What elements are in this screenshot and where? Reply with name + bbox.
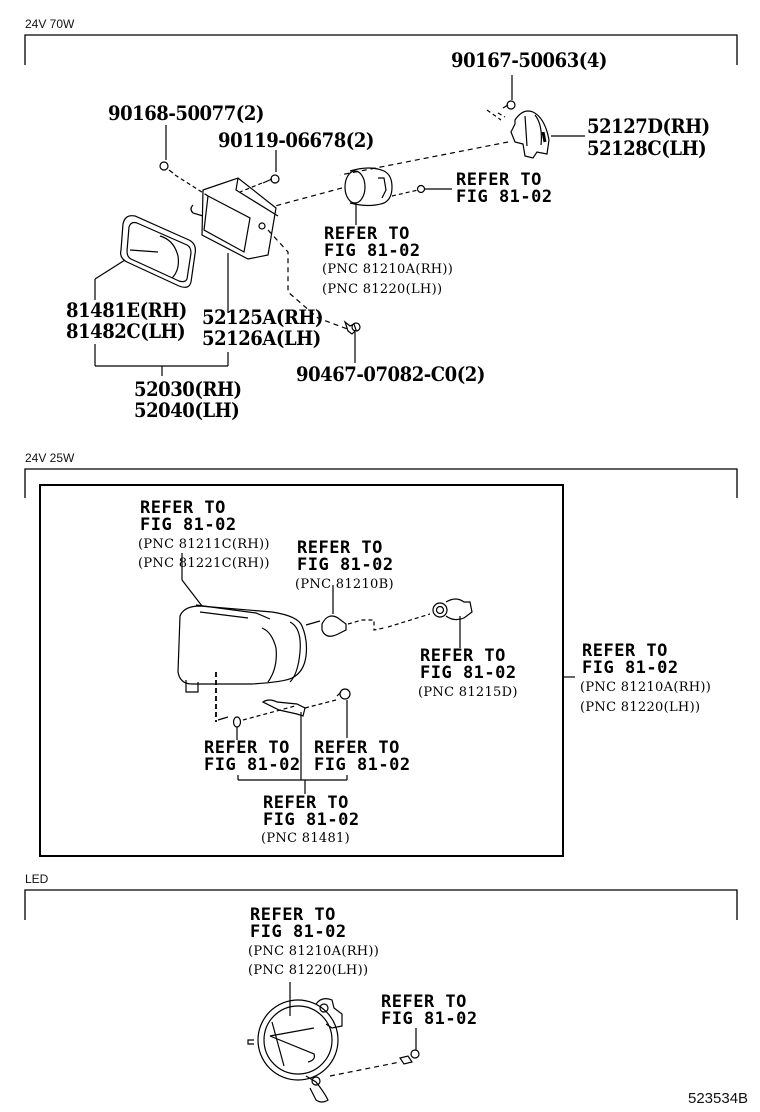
callout-bracket-line xyxy=(237,676,575,794)
clip-icon xyxy=(343,320,361,363)
refer-to-label: REFER TO xyxy=(297,538,383,558)
lamp-housing-icon xyxy=(190,177,351,331)
figure-reference-link[interactable]: FIG 81-02 xyxy=(324,241,421,261)
pnc-label: (PNC 81221C(RH)) xyxy=(138,556,270,571)
section-frame-24v-25w xyxy=(24,468,738,857)
screw-icon xyxy=(486,75,516,121)
refer-to-label: REFER TO xyxy=(314,738,400,758)
screw-icon xyxy=(239,150,280,193)
figure-reference-link[interactable]: FIG 81-02 xyxy=(420,663,517,683)
part-number-90467-07082[interactable]: 90467-07082-C0(2) xyxy=(296,362,485,386)
figure-reference-link[interactable]: FIG 81-02 xyxy=(381,1009,478,1029)
part-number-52040[interactable]: 52040(LH) xyxy=(134,398,240,422)
assembly-bracket-line xyxy=(94,344,229,376)
pnc-label: (PNC 81220(LH)) xyxy=(580,700,701,715)
refer-to-label: REFER TO xyxy=(140,498,226,518)
figure-reference-link[interactable]: FIG 81-02 xyxy=(314,755,411,775)
part-number-52128c[interactable]: 52128C(LH) xyxy=(587,136,707,160)
screw-icon xyxy=(159,125,209,197)
bulb-socket-icon xyxy=(432,598,473,648)
bulb-icon xyxy=(305,585,431,637)
section-frame-24v-70w xyxy=(24,34,738,65)
part-number-52127d[interactable]: 52127D(RH) xyxy=(587,114,710,138)
section-label-24v-70w: 24V 70W xyxy=(25,17,75,31)
pnc-label: (PNC 81215D) xyxy=(418,685,518,700)
figure-reference-link[interactable]: FIG 81-02 xyxy=(140,515,237,535)
pnc-label: (PNC 81210A(RH)) xyxy=(322,262,454,277)
led-fog-lamp-icon xyxy=(247,982,401,1103)
part-number-81481e[interactable]: 81481E(RH) xyxy=(66,298,187,322)
part-number-52030[interactable]: 52030(RH) xyxy=(134,377,242,401)
figure-reference-link[interactable]: FIG 81-02 xyxy=(204,755,301,775)
refer-to-label: REFER TO xyxy=(582,641,668,661)
part-number-90167-50063[interactable]: 90167-50063(4) xyxy=(451,48,607,72)
lamp-cover-icon xyxy=(94,215,196,300)
mounting-bracket-icon xyxy=(232,688,351,780)
pnc-label: (PNC 81211C(RH)) xyxy=(138,537,270,552)
section-label-led: LED xyxy=(25,872,49,886)
refer-to-label: REFER TO xyxy=(456,170,542,190)
part-number-52126a[interactable]: 52126A(LH) xyxy=(202,326,321,350)
illustration-id: 523534B xyxy=(688,1090,749,1107)
refer-to-label: REFER TO xyxy=(204,738,290,758)
refer-to-label: REFER TO xyxy=(381,992,467,1012)
figure-reference-link[interactable]: FIG 81-02 xyxy=(250,922,347,942)
pnc-label: (PNC 81481) xyxy=(261,831,350,846)
refer-to-label: REFER TO xyxy=(420,646,506,666)
bolt-icon xyxy=(399,1028,420,1065)
figure-reference-link[interactable]: FIG 81-02 xyxy=(263,810,360,830)
section-frame-led xyxy=(24,889,738,920)
fog-lamp-icon xyxy=(177,553,308,722)
refer-to-label: REFER TO xyxy=(250,905,336,925)
refer-to-label: REFER TO xyxy=(263,793,349,813)
pnc-label: (PNC 81210A(RH)) xyxy=(580,680,712,695)
part-number-90119-06678[interactable]: 90119-06678(2) xyxy=(218,128,374,152)
part-number-52125a[interactable]: 52125A(RH) xyxy=(202,305,324,329)
section-label-24v-25w: 24V 25W xyxy=(25,451,75,465)
pnc-label: (PNC 81220(LH)) xyxy=(322,282,443,297)
refer-to-label: REFER TO xyxy=(324,224,410,244)
figure-reference-link[interactable]: FIG 81-02 xyxy=(582,658,679,678)
figure-reference-link[interactable]: FIG 81-02 xyxy=(456,187,553,207)
lamp-bulb-icon xyxy=(274,167,452,225)
part-number-81482c[interactable]: 81482C(LH) xyxy=(66,319,186,343)
figure-reference-link[interactable]: FIG 81-02 xyxy=(297,555,394,575)
pnc-label: (PNC 81220(LH)) xyxy=(248,963,369,978)
bracket-icon xyxy=(339,110,585,176)
pnc-label: (PNC 81210A(RH)) xyxy=(248,944,380,959)
pnc-label: (PNC 81210B) xyxy=(295,577,394,592)
part-number-90168-50077[interactable]: 90168-50077(2) xyxy=(108,101,264,125)
